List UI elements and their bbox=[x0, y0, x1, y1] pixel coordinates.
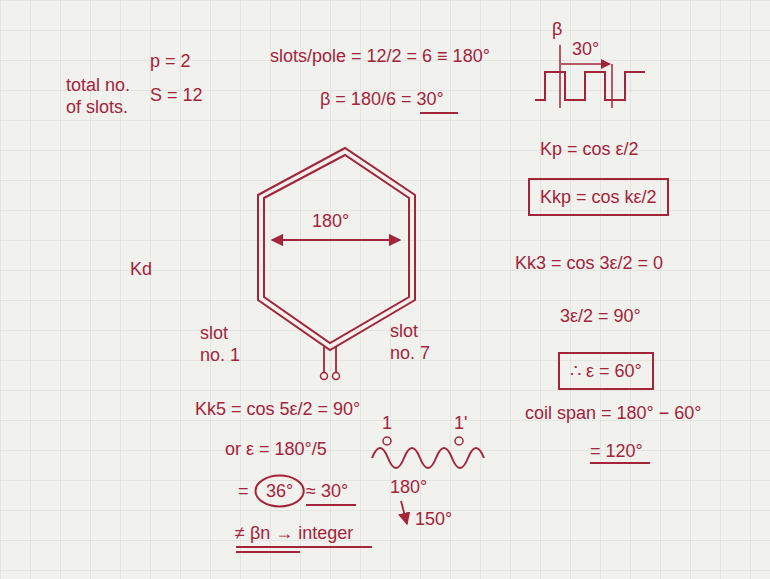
note-text: or ε = 180°/5 bbox=[225, 438, 327, 460]
coil-turn bbox=[264, 155, 409, 343]
note-text: 150° bbox=[415, 508, 452, 530]
coil-turn bbox=[258, 148, 415, 350]
node-text: 36° bbox=[266, 480, 293, 502]
note-text: 3ε/2 = 90° bbox=[560, 305, 641, 327]
circle-mark bbox=[256, 476, 304, 507]
underline bbox=[420, 112, 458, 114]
extension-line bbox=[611, 64, 613, 108]
dimension-arrow bbox=[561, 63, 610, 65]
note-text: total no. of slots. bbox=[66, 74, 138, 118]
note-text: slots/pole = 12/2 = 6 ≡ 180° bbox=[270, 45, 490, 67]
note-text: p = 2 bbox=[150, 50, 191, 72]
coil-side-mark bbox=[383, 437, 391, 445]
note-text: S = 12 bbox=[150, 84, 203, 106]
square-wave bbox=[535, 72, 645, 100]
coil-lead bbox=[335, 347, 337, 372]
note-text: slot no. 1 bbox=[200, 322, 258, 366]
note-text: Kk3 = cos 3ε/2 = 0 bbox=[515, 252, 663, 274]
formula-box: Kkp = cos kε/2 bbox=[528, 178, 669, 216]
note-text: β = 180/6 = 30° bbox=[320, 88, 444, 110]
node-text: 180° bbox=[312, 210, 349, 232]
terminal bbox=[333, 373, 340, 380]
note-text: β bbox=[552, 18, 562, 40]
coil-lead bbox=[323, 347, 325, 372]
extension-line bbox=[559, 45, 561, 108]
underline bbox=[306, 504, 356, 506]
note-text: 1' bbox=[454, 412, 467, 434]
note-text: ≠ βn → integer bbox=[235, 522, 353, 544]
note-text: = 120° bbox=[590, 440, 643, 462]
note-text: 1 bbox=[382, 412, 392, 434]
note-text: Kk5 = cos 5ε/2 = 90° bbox=[195, 398, 360, 420]
coil-side-mark bbox=[455, 437, 463, 445]
node-text: ∴ ε = 60° bbox=[570, 360, 642, 382]
change-arrow bbox=[401, 501, 407, 524]
node-text: Kkp = cos kε/2 bbox=[540, 186, 657, 208]
span-arrow bbox=[272, 239, 400, 241]
note-text: coil span = 180° − 60° bbox=[525, 402, 702, 424]
note-text: slot no. 7 bbox=[390, 320, 448, 364]
note-text: 180° bbox=[390, 476, 427, 498]
underline bbox=[590, 462, 650, 464]
note-text: ≈ 30° bbox=[306, 480, 348, 502]
note-text: Kp = cos ε/2 bbox=[540, 138, 639, 160]
note-text: Kd bbox=[130, 258, 152, 280]
sine-wave bbox=[372, 448, 484, 468]
terminal bbox=[321, 373, 328, 380]
note-text: = bbox=[238, 480, 249, 502]
circled-value: 36° bbox=[254, 474, 305, 508]
result-box: ∴ ε = 60° bbox=[558, 352, 654, 390]
underline bbox=[236, 546, 372, 548]
note-text: 30° bbox=[572, 38, 599, 60]
underline bbox=[236, 551, 300, 553]
